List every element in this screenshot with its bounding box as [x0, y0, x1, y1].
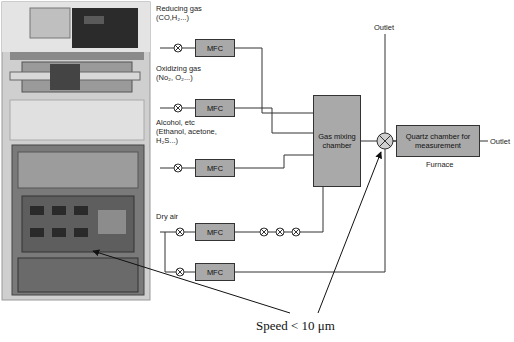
node-text: MFC — [207, 44, 223, 53]
mfc-box: MFC — [195, 99, 235, 117]
node-text: MFC — [207, 104, 223, 113]
gas-source-label: Reducing gas (CO,H₂...) — [156, 4, 214, 22]
node-text: Gas mixing chamber — [314, 132, 360, 150]
node-text: Quartz chamber for measurement — [397, 132, 479, 150]
gas-source-label: Dry air — [156, 212, 178, 221]
valve-symbol — [174, 104, 182, 112]
valve-symbol — [176, 268, 184, 276]
valve-symbol — [176, 228, 184, 236]
photo-wall — [2, 2, 150, 52]
quartz-chamber: Quartz chamber for measurement — [396, 125, 480, 157]
pointer-arrow — [93, 251, 290, 313]
monitor — [30, 8, 70, 38]
equipment-photo — [2, 2, 150, 300]
mfc-box: MFC — [195, 39, 235, 57]
shelf — [10, 52, 144, 60]
valve-symbol — [174, 44, 182, 52]
gas-line — [235, 108, 313, 133]
photo-ground — [2, 2, 150, 300]
mfc-readout — [30, 228, 44, 237]
node-text: MFC — [207, 268, 223, 277]
node-text: MFC — [207, 228, 223, 237]
furnace-core — [50, 64, 80, 90]
node-text: MFC — [207, 164, 223, 173]
mfc-readout — [52, 228, 66, 237]
mfc-box: MFC — [195, 223, 235, 241]
valve-symbol — [260, 228, 268, 236]
gas-line — [235, 187, 323, 232]
part-label: Furnace — [426, 160, 454, 169]
valve-symbol — [174, 164, 182, 172]
mfc-readout — [52, 206, 66, 215]
controller — [72, 8, 138, 48]
part-label: Outlet — [374, 23, 394, 32]
mfc-readout — [74, 206, 88, 215]
switch-block — [98, 210, 126, 234]
mfc-readout — [30, 206, 44, 215]
valve-symbol — [276, 228, 284, 236]
inlet-line — [160, 232, 195, 272]
caption-note: Speed < 10 μm — [256, 318, 335, 334]
mfc-panel — [22, 196, 134, 252]
outlet-line — [385, 34, 386, 133]
mixing-chamber: Gas mixing chamber — [313, 95, 361, 187]
tubing-panel — [10, 100, 144, 140]
display — [84, 16, 104, 24]
cabinet-top — [18, 152, 138, 188]
three-way-valve — [377, 133, 393, 149]
gas-line — [235, 48, 313, 113]
inlet-lines — [160, 34, 488, 272]
gas-source-label: Oxidizing gas (No₂, O₂...) — [156, 64, 214, 82]
mfc-readout — [74, 228, 88, 237]
cabinet — [12, 145, 144, 295]
mfc-box: MFC — [195, 263, 235, 281]
cabinet-base — [18, 258, 138, 292]
gas-line — [235, 155, 313, 168]
mfc-box: MFC — [195, 159, 235, 177]
part-label: Outlet — [490, 137, 510, 146]
valve-symbol — [292, 228, 300, 236]
gas-source-label: Alcohol, etc (Ethanol, acetone, H₂S...) — [156, 118, 222, 145]
